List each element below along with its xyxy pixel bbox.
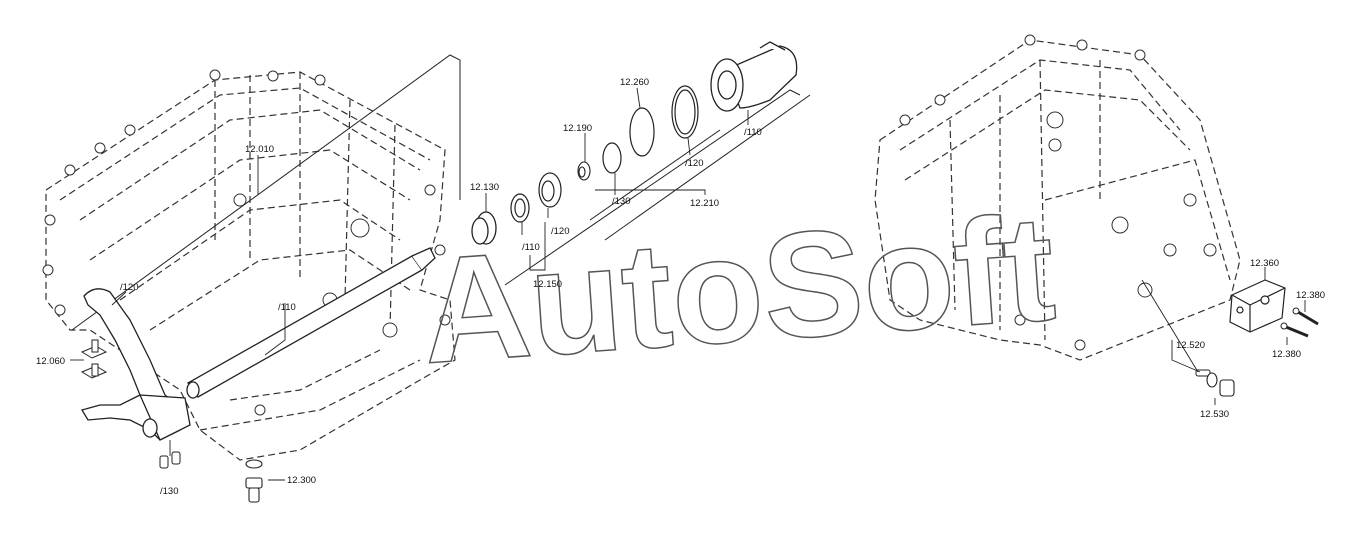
left-gearbox-housing <box>45 71 456 461</box>
label-12260: 12.260 <box>620 77 649 88</box>
part-labels: 12.010 12.060 /120 /110 /130 12.300 12.1… <box>36 77 1325 497</box>
shift-fork <box>81 288 191 441</box>
label-seal-110: /110 <box>522 242 540 253</box>
label-12520: 12.520 <box>1176 340 1205 351</box>
label-12300: 12.300 <box>287 475 316 486</box>
label-seal-120: /120 <box>551 226 570 237</box>
label-12530: 12.530 <box>1200 409 1229 420</box>
label-12190: 12.190 <box>563 123 592 134</box>
label-12380-a: 12.380 <box>1296 290 1325 301</box>
snap-ring-130 <box>602 142 622 174</box>
exploded-view-frame <box>71 54 811 331</box>
left-housing-bolts <box>42 69 451 416</box>
label-cyl-110: /110 <box>744 127 762 138</box>
label-shaft-110: /110 <box>278 302 296 313</box>
ring-110 <box>510 193 530 223</box>
watermark-text: AutoSoft <box>416 183 1059 395</box>
plug-12530 <box>1206 372 1235 397</box>
label-12010: 12.010 <box>245 144 274 155</box>
snap-ring-12260 <box>629 107 655 157</box>
leader-lines <box>70 87 1306 481</box>
label-fork-130: /130 <box>160 486 179 497</box>
bracket-12060 <box>80 339 108 379</box>
bolts-12380 <box>1280 307 1319 338</box>
label-ring-130: /130 <box>612 196 631 207</box>
label-12130: 12.130 <box>470 182 499 193</box>
plug-12300 <box>245 459 263 503</box>
label-12150: 12.150 <box>533 279 562 290</box>
seal-ring-120 <box>671 85 699 139</box>
label-12210: 12.210 <box>690 198 719 209</box>
fork-pins <box>159 451 181 469</box>
label-ring-120: /120 <box>685 158 704 169</box>
cylinder-110 <box>710 41 798 112</box>
ring-120 <box>538 172 562 208</box>
shift-shaft <box>186 247 436 399</box>
label-12060: 12.060 <box>36 356 65 367</box>
seal-12130 <box>471 211 497 245</box>
bushing-12190 <box>577 161 591 181</box>
label-12360: 12.360 <box>1250 258 1279 269</box>
label-12380-b: 12.380 <box>1272 349 1301 360</box>
label-fork-120: /120 <box>120 282 139 293</box>
right-housing-bolts <box>899 34 1217 351</box>
valve-block-12360 <box>1229 279 1286 333</box>
